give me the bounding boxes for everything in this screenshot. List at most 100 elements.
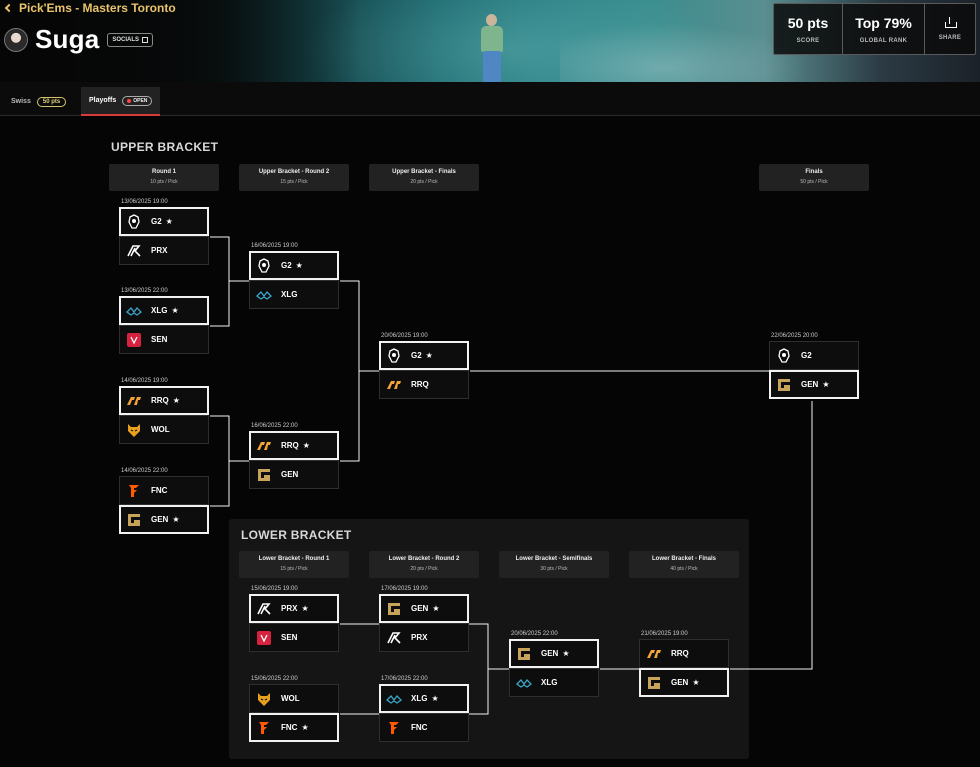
back-link-label: Pick'Ems - Masters Toronto xyxy=(19,1,176,15)
team-slot-g2[interactable]: G2★ xyxy=(119,207,209,236)
fnc-icon xyxy=(126,483,142,499)
team-slot-gen[interactable]: GEN★ xyxy=(639,668,729,697)
team-slot-fnc[interactable]: FNC★ xyxy=(249,713,339,742)
match-date: 13/06/2025 19:00 xyxy=(121,199,168,205)
pick-star-icon: ★ xyxy=(165,217,173,226)
sen-icon xyxy=(126,332,142,348)
match-date: 17/06/2025 19:00 xyxy=(381,586,428,592)
back-link[interactable]: Pick'Ems - Masters Toronto xyxy=(4,1,176,15)
team-slot-sen[interactable]: SEN xyxy=(119,325,209,354)
team-slot-fnc[interactable]: FNC xyxy=(379,713,469,742)
round-name: Lower Bracket - Round 2 xyxy=(388,556,460,562)
team-slot-wol[interactable]: WOL xyxy=(119,415,209,444)
round-points: 40 pts / Pick xyxy=(670,566,698,572)
swiss-points-badge: 50 pts xyxy=(36,96,67,107)
team-slot-rrq[interactable]: RRQ★ xyxy=(249,431,339,460)
team-slot-fnc[interactable]: FNC xyxy=(119,476,209,505)
figure-head xyxy=(486,14,497,26)
team-slot-xlg[interactable]: XLG xyxy=(249,280,339,309)
prx-icon xyxy=(126,243,142,259)
banner-figure xyxy=(480,14,504,82)
team-name: XLG xyxy=(281,290,298,299)
team-name: PRX xyxy=(281,604,298,613)
pick-star-icon: ★ xyxy=(172,396,180,405)
live-dot-icon xyxy=(127,98,132,103)
global-rank-value: Top 79% xyxy=(855,14,912,31)
team-slot-rrq[interactable]: RRQ xyxy=(379,370,469,399)
team-slot-rrq[interactable]: RRQ★ xyxy=(119,386,209,415)
upper-round-header: Upper Bracket - Finals 20 pts / Pick xyxy=(369,164,479,191)
xlg-icon xyxy=(386,691,402,707)
team-slot-gen[interactable]: GEN★ xyxy=(119,505,209,534)
g2-samurai-icon xyxy=(126,213,142,230)
team-slot-sen[interactable]: SEN xyxy=(249,623,339,652)
team-slot-prx[interactable]: PRX xyxy=(119,236,209,265)
banner-glow xyxy=(300,0,720,82)
team-slot-xlg[interactable]: XLG xyxy=(509,668,599,697)
team-name: PRX xyxy=(411,633,428,642)
match-date: 15/06/2025 22:00 xyxy=(251,676,298,682)
score-stat: 50 pts SCORE xyxy=(774,4,843,54)
rrq-icon xyxy=(646,646,662,662)
tab-swiss[interactable]: Swiss 50 pts xyxy=(3,87,74,116)
round-points: 10 pts / Pick xyxy=(150,179,178,185)
share-button[interactable]: SHARE xyxy=(925,4,975,54)
global-rank-label: GLOBAL RANK xyxy=(859,37,908,44)
gen-icon xyxy=(386,601,402,617)
team-name: SEN xyxy=(151,335,168,344)
match-date: 22/06/2025 20:00 xyxy=(771,333,818,339)
match-date: 14/06/2025 19:00 xyxy=(121,378,168,384)
round-points: 20 pts / Pick xyxy=(410,566,438,572)
pick-star-icon: ★ xyxy=(295,261,303,270)
team-slot-wol[interactable]: WOL xyxy=(249,684,339,713)
team-slot-prx[interactable]: PRX★ xyxy=(249,594,339,623)
share-icon xyxy=(945,16,957,28)
connector-line xyxy=(210,236,230,327)
team-slot-gen[interactable]: GEN★ xyxy=(379,594,469,623)
match-date: 14/06/2025 22:00 xyxy=(121,468,168,474)
socials-button[interactable]: SOCIALS xyxy=(107,32,154,47)
round-points: 30 pts / Pick xyxy=(540,566,568,572)
gen-icon xyxy=(256,467,272,483)
team-name: G2 xyxy=(281,261,292,270)
pick-star-icon: ★ xyxy=(425,351,433,360)
round-points: 15 pts / Pick xyxy=(280,179,308,185)
team-name: RRQ xyxy=(671,649,689,658)
round-name: Upper Bracket - Finals xyxy=(392,169,456,175)
match-date: 16/06/2025 19:00 xyxy=(251,243,298,249)
team-slot-xlg[interactable]: XLG★ xyxy=(119,296,209,325)
team-slot-gen[interactable]: GEN★ xyxy=(769,370,859,399)
team-slot-g2[interactable]: G2★ xyxy=(379,341,469,370)
banner-shade xyxy=(0,0,360,82)
team-name: RRQ xyxy=(281,441,299,450)
gen-icon xyxy=(126,512,142,528)
team-slot-g2[interactable]: G2 xyxy=(769,341,859,370)
lower-round-header: Lower Bracket - Round 1 15 pts / Pick xyxy=(239,551,349,578)
tab-playoffs[interactable]: Playoffs OPEN xyxy=(81,87,161,116)
fnc-icon xyxy=(256,720,272,736)
connector-line xyxy=(210,415,230,507)
match-date: 17/06/2025 22:00 xyxy=(381,676,428,682)
team-slot-gen[interactable]: GEN★ xyxy=(509,639,599,668)
gen-icon xyxy=(776,377,792,393)
round-name: Lower Bracket - Round 1 xyxy=(258,556,330,562)
pick-star-icon: ★ xyxy=(301,604,309,613)
team-slot-g2[interactable]: G2★ xyxy=(249,251,339,280)
tab-swiss-label: Swiss xyxy=(11,98,31,105)
team-slot-xlg[interactable]: XLG★ xyxy=(379,684,469,713)
user-info: Suga SOCIALS xyxy=(4,24,154,55)
team-slot-rrq[interactable]: RRQ xyxy=(639,639,729,668)
team-name: XLG xyxy=(411,694,428,703)
figure-legs xyxy=(483,51,501,82)
team-slot-prx[interactable]: PRX xyxy=(379,623,469,652)
team-slot-gen[interactable]: GEN xyxy=(249,460,339,489)
team-name: GEN xyxy=(541,649,559,658)
team-name: G2 xyxy=(151,217,162,226)
match-date: 16/06/2025 22:00 xyxy=(251,423,298,429)
pick-star-icon: ★ xyxy=(432,604,440,613)
